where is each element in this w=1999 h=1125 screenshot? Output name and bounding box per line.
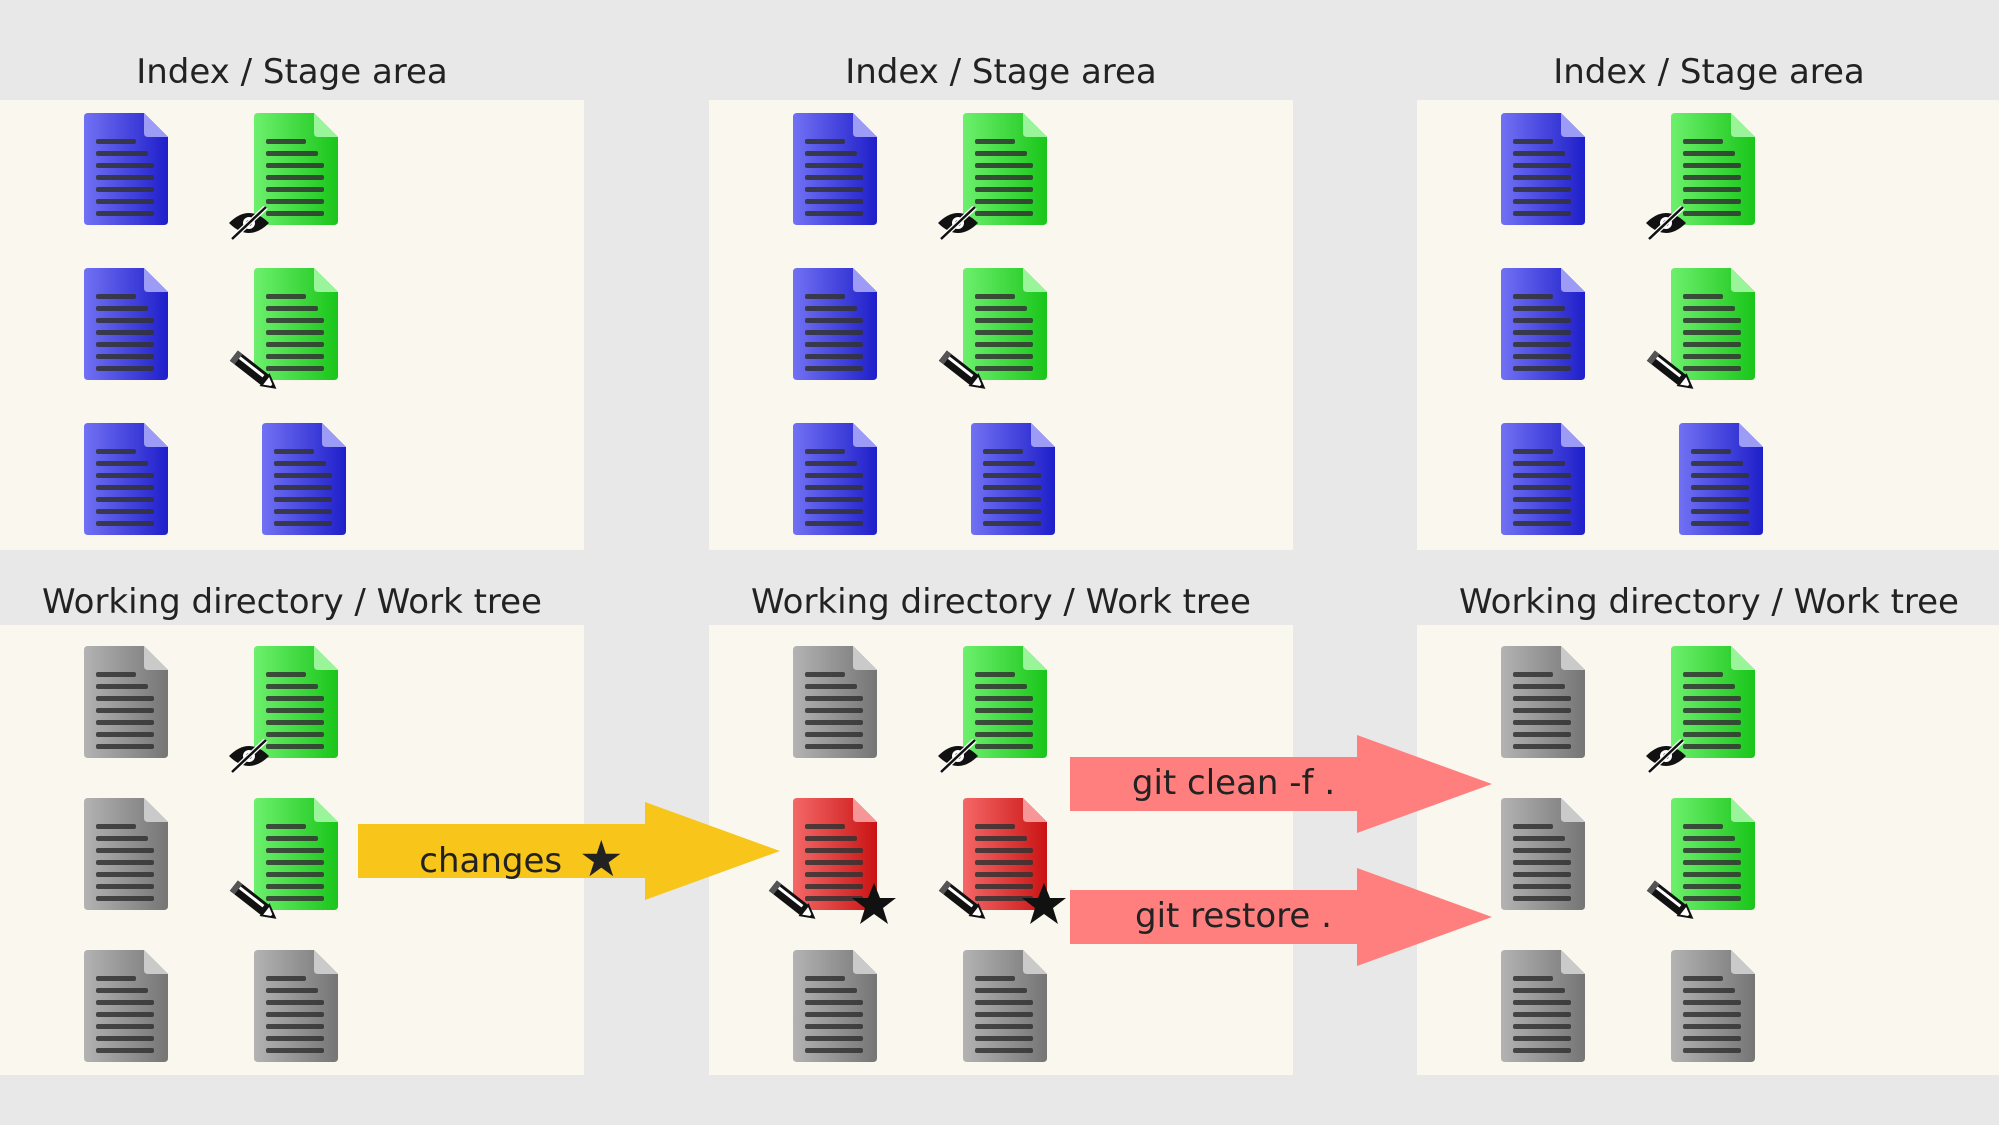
index-file-blue xyxy=(1677,421,1765,537)
star-icon xyxy=(1021,881,1067,931)
index-label-2: Index / Stage area xyxy=(845,52,1157,92)
index-label-3: Index / Stage area xyxy=(1553,52,1865,92)
index-file-green xyxy=(1669,266,1757,382)
work-file-gray xyxy=(1669,948,1757,1064)
pencil-icon xyxy=(224,346,284,402)
pencil-icon xyxy=(933,346,993,402)
work-file-red xyxy=(961,796,1049,912)
index-label-1: Index / Stage area xyxy=(136,52,448,92)
changes-arrow: changes ★ xyxy=(358,802,780,900)
work-file-gray xyxy=(1499,796,1587,912)
work-file-gray xyxy=(791,644,879,760)
pencil-icon xyxy=(1641,876,1701,932)
index-file-blue xyxy=(82,111,170,227)
work-file-gray xyxy=(82,948,170,1064)
index-file-blue xyxy=(1499,266,1587,382)
changes-arrow-label: changes xyxy=(419,841,563,881)
index-file-blue xyxy=(969,421,1057,537)
work-file-green xyxy=(961,644,1049,760)
work-label-3: Working directory / Work tree xyxy=(1459,582,1959,622)
index-file-blue xyxy=(791,111,879,227)
pencil-icon xyxy=(933,876,993,932)
hidden-eye-icon xyxy=(226,738,272,777)
git-restore-arrow: git restore . xyxy=(1070,868,1492,966)
work-file-gray xyxy=(1499,644,1587,760)
changes-arrow-shape xyxy=(358,802,780,900)
index-file-green xyxy=(961,111,1049,227)
hidden-eye-icon xyxy=(226,205,272,244)
pencil-icon xyxy=(224,876,284,932)
git-restore-arrow-shape xyxy=(1070,868,1492,966)
work-file-green xyxy=(252,796,340,912)
hidden-eye-icon xyxy=(935,738,981,777)
work-file-green xyxy=(252,644,340,760)
work-file-gray xyxy=(791,948,879,1064)
index-file-blue xyxy=(791,266,879,382)
index-file-blue xyxy=(260,421,348,537)
work-file-gray xyxy=(82,644,170,760)
work-file-gray xyxy=(1499,948,1587,1064)
work-file-green xyxy=(1669,644,1757,760)
hidden-eye-icon xyxy=(1643,738,1689,777)
pencil-icon xyxy=(763,876,823,932)
work-file-gray xyxy=(961,948,1049,1064)
work-file-gray xyxy=(252,948,340,1064)
hidden-eye-icon xyxy=(1643,205,1689,244)
work-file-red xyxy=(791,796,879,912)
index-file-green xyxy=(1669,111,1757,227)
index-file-blue xyxy=(82,266,170,382)
index-file-blue xyxy=(1499,111,1587,227)
index-file-blue xyxy=(1499,421,1587,537)
star-icon xyxy=(851,881,897,931)
work-file-gray xyxy=(82,796,170,912)
hidden-eye-icon xyxy=(935,205,981,244)
pencil-icon xyxy=(1641,346,1701,402)
index-file-green xyxy=(252,266,340,382)
work-label-1: Working directory / Work tree xyxy=(42,582,542,622)
index-file-green xyxy=(961,266,1049,382)
index-file-blue xyxy=(791,421,879,537)
git-clean-arrow: git clean -f . xyxy=(1070,735,1492,833)
git-clean-arrow-label: git clean -f . xyxy=(1131,763,1336,803)
index-file-blue xyxy=(82,421,170,537)
index-file-green xyxy=(252,111,340,227)
work-label-2: Working directory / Work tree xyxy=(751,582,1251,622)
git-clean-arrow-shape xyxy=(1070,735,1492,833)
git-restore-arrow-label: git restore . xyxy=(1135,896,1332,936)
work-file-green xyxy=(1669,796,1757,912)
star-icon: ★ xyxy=(578,830,624,888)
